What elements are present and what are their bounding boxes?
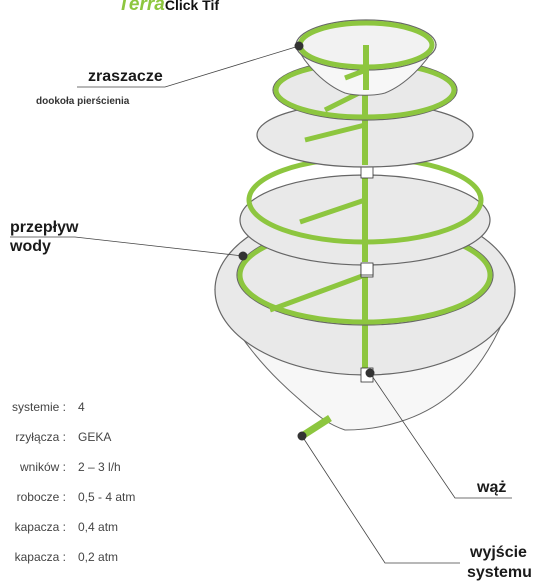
spec-value: 4 xyxy=(78,400,85,414)
spec-value: 0,5 - 4 atm xyxy=(78,490,136,504)
label-flow-line1: przepływ xyxy=(10,219,79,236)
spec-label: robocze : xyxy=(16,490,66,504)
spec-label: kapacza : xyxy=(14,550,66,564)
brand-accent: Terra xyxy=(118,0,165,15)
spec-value: 0,2 atm xyxy=(78,550,119,564)
label-sprinklers-sub: dookoła pierścienia xyxy=(36,96,130,107)
label-sprinklers: zraszacze xyxy=(88,68,163,85)
brand-logo: TerraClick Tif xyxy=(118,0,219,16)
leader-lines xyxy=(10,45,512,564)
spec-label: rzyłącza : xyxy=(15,430,66,444)
spec-label: systemie : xyxy=(11,400,66,414)
tier-4 xyxy=(239,155,491,276)
brand-rest: Click Tif xyxy=(164,0,220,13)
label-hose: wąż xyxy=(477,479,507,496)
callout-dots xyxy=(238,41,375,441)
spec-label: kapacza : xyxy=(14,520,66,534)
label-outlet-line1: wyjście xyxy=(470,544,527,561)
spec-label: wników : xyxy=(19,460,66,474)
outlet-pipe xyxy=(300,415,332,439)
spec-value: GEKA xyxy=(78,430,112,444)
label-flow-line2: wody xyxy=(10,238,51,255)
label-outlet-line2: systemu xyxy=(467,564,532,581)
spec-value: 0,4 atm xyxy=(78,520,119,534)
spec-value: 2 – 3 l/h xyxy=(78,460,121,474)
